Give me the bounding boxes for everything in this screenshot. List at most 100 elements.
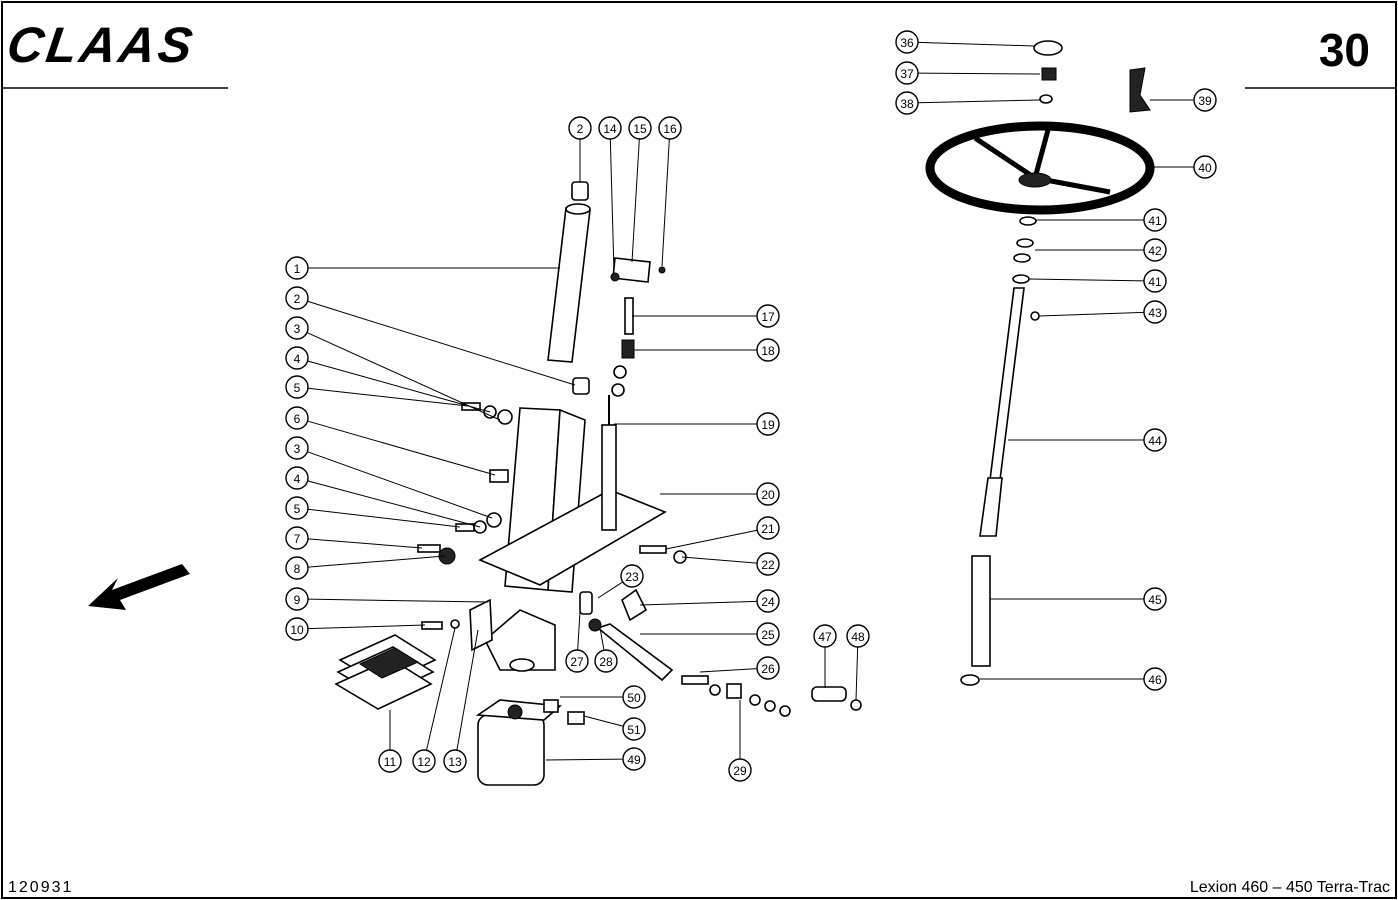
callout-9: 9 xyxy=(285,587,309,611)
callout-26: 26 xyxy=(756,656,780,680)
callout-40: 40 xyxy=(1193,155,1217,179)
callout-circle xyxy=(565,649,589,673)
leader-line xyxy=(545,758,624,761)
callout-circle xyxy=(443,749,467,773)
callout-number: 18 xyxy=(761,344,775,358)
callout-circle xyxy=(285,556,309,580)
direction-arrow-icon xyxy=(88,564,190,610)
callout-3: 3 xyxy=(285,316,309,340)
callout-circle xyxy=(285,375,309,399)
callout-circle xyxy=(598,116,622,140)
callout-number: 1 xyxy=(294,262,301,276)
callout-16: 16 xyxy=(658,116,682,140)
callout-48: 48 xyxy=(846,624,870,648)
callout-circle xyxy=(813,624,837,648)
callout-circle xyxy=(756,304,780,328)
callout-circle xyxy=(895,30,919,54)
callout-circle xyxy=(1143,269,1167,293)
callout-circle xyxy=(756,338,780,362)
callout-circle xyxy=(622,747,646,771)
callout-17: 17 xyxy=(756,304,780,328)
callout-circle xyxy=(1143,208,1167,232)
leader-line xyxy=(599,627,605,651)
callout-number: 45 xyxy=(1148,593,1162,607)
callout-number: 2 xyxy=(577,122,584,136)
page-number: 30 xyxy=(1319,24,1370,76)
callout-circle xyxy=(620,564,644,588)
callout-50: 50 xyxy=(622,685,646,709)
callout-circle xyxy=(622,685,646,709)
leader-line xyxy=(855,646,859,701)
callout-circle xyxy=(594,649,618,673)
leader-line xyxy=(661,138,670,267)
callout-circle xyxy=(285,526,309,550)
callout-circle xyxy=(285,466,309,490)
leader-line xyxy=(307,598,489,603)
callout-2: 2 xyxy=(285,286,309,310)
leader-line xyxy=(639,600,758,606)
callout-circle xyxy=(285,346,309,370)
leader-line xyxy=(307,451,493,519)
callout-45: 45 xyxy=(1143,587,1167,611)
callout-circle xyxy=(285,436,309,460)
leader-line xyxy=(307,420,496,476)
callout-number: 20 xyxy=(761,488,775,502)
callout-circle xyxy=(728,758,752,782)
callout-circle xyxy=(756,482,780,506)
callout-number: 10 xyxy=(290,623,304,637)
callout-number: 21 xyxy=(761,522,775,536)
document-number: 120931 xyxy=(8,879,73,896)
leader-line xyxy=(456,629,479,751)
callout-circle xyxy=(378,749,402,773)
callout-number: 40 xyxy=(1198,161,1212,175)
callout-number: 6 xyxy=(294,412,301,426)
callout-1: 1 xyxy=(285,256,309,280)
model-name: Lexion 460 – 450 Terra-Trac xyxy=(1190,879,1390,896)
callout-number: 24 xyxy=(761,595,775,609)
callout-42: 42 xyxy=(1143,238,1167,262)
callout-number: 15 xyxy=(633,122,647,136)
callout-19: 19 xyxy=(756,412,780,436)
callout-number: 50 xyxy=(627,691,641,705)
callout-13: 13 xyxy=(443,749,467,773)
callout-circle xyxy=(756,412,780,436)
callout-number: 13 xyxy=(448,755,462,769)
callout-25: 25 xyxy=(756,622,780,646)
callout-11: 11 xyxy=(378,749,402,773)
callout-46: 46 xyxy=(1143,667,1167,691)
callout-circle xyxy=(285,496,309,520)
callout-24: 24 xyxy=(756,589,780,613)
callout-circle xyxy=(895,91,919,115)
callout-21: 21 xyxy=(756,516,780,540)
callout-number: 37 xyxy=(900,67,914,81)
leader-line xyxy=(1028,278,1145,282)
callout-circle xyxy=(412,749,436,773)
callout-circle xyxy=(1143,587,1167,611)
callout-6: 6 xyxy=(285,406,309,430)
callout-2: 2 xyxy=(568,116,592,140)
callout-number: 44 xyxy=(1148,434,1162,448)
leader-line xyxy=(917,99,1041,104)
callout-circle xyxy=(1193,88,1217,112)
callout-circle xyxy=(756,622,780,646)
callout-29: 29 xyxy=(728,758,752,782)
leader-line xyxy=(665,529,758,550)
callout-circle xyxy=(285,587,309,611)
callout-number: 3 xyxy=(294,322,301,336)
callout-37: 37 xyxy=(895,61,919,85)
callout-circle xyxy=(285,406,309,430)
callout-number: 48 xyxy=(851,630,865,644)
callout-number: 12 xyxy=(417,755,431,769)
callout-51: 51 xyxy=(622,717,646,741)
callout-number: 28 xyxy=(599,655,613,669)
leader-line xyxy=(307,624,426,630)
callout-39: 39 xyxy=(1193,88,1217,112)
callout-circle xyxy=(756,589,780,613)
callout-number: 9 xyxy=(294,593,301,607)
callout-number: 19 xyxy=(761,418,775,432)
callout-number: 46 xyxy=(1148,673,1162,687)
callout-8: 8 xyxy=(285,556,309,580)
callout-circle xyxy=(846,624,870,648)
